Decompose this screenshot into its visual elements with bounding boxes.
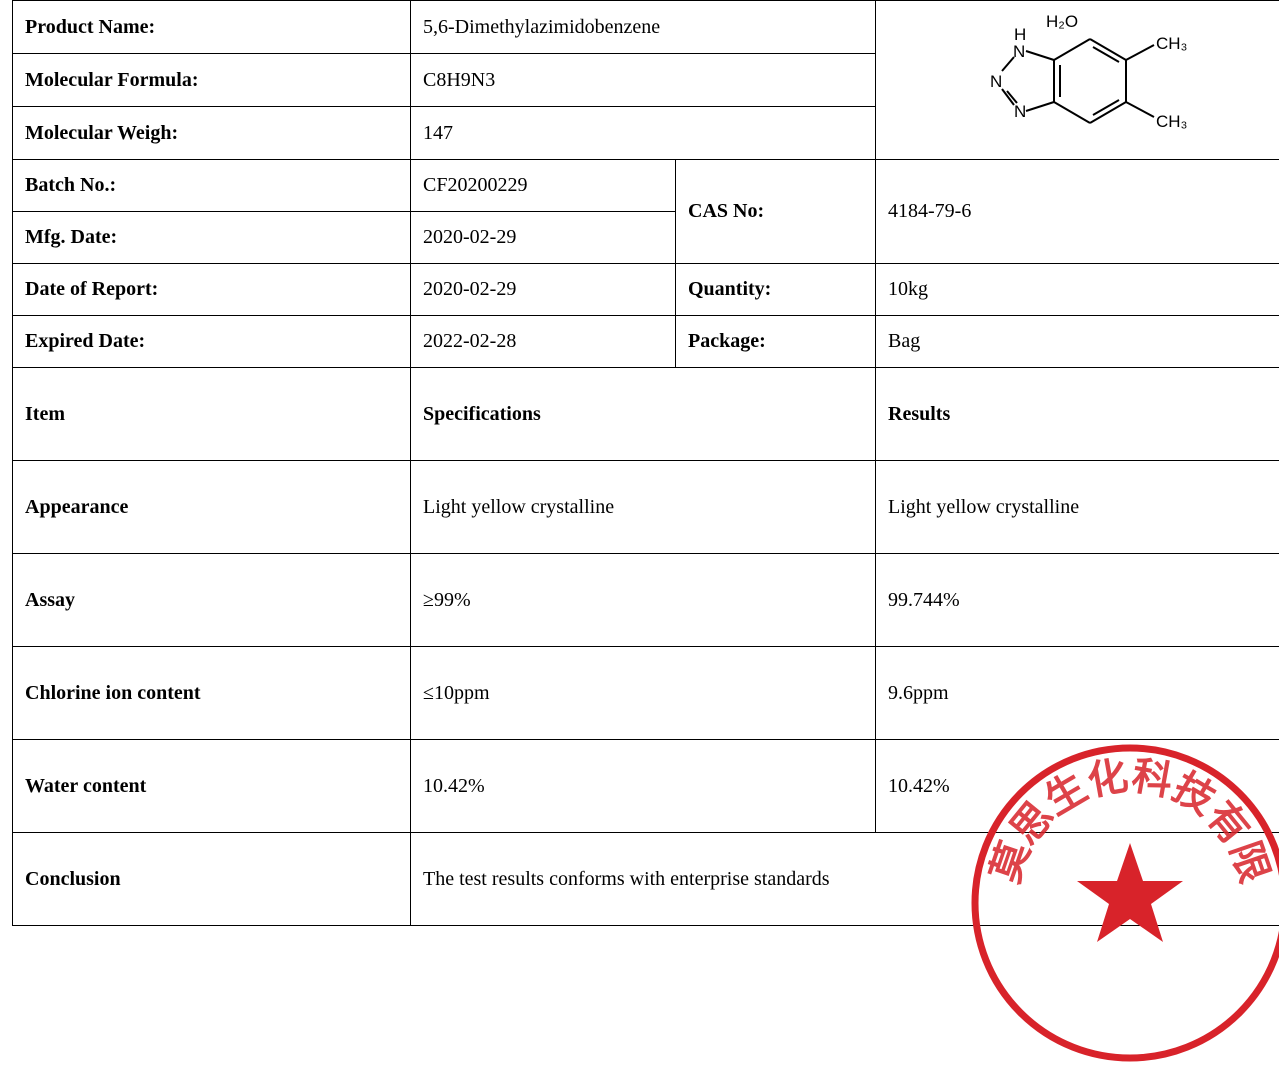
row-product-name: Product Name: 5,6-Dimethylazimidobenzene xyxy=(13,1,1279,54)
package-label: Package: xyxy=(676,316,876,368)
molecular-structure: H₂O H N N N CH₃ CH₃ xyxy=(876,1,1279,160)
structure-diagram: H₂O H N N N CH₃ CH₃ xyxy=(954,5,1214,155)
cas-label: CAS No: xyxy=(676,160,876,264)
table-row: Assay ≥99% 99.744% xyxy=(13,554,1279,647)
row-batch-no: Batch No.: CF20200229 CAS No: 4184-79-6 xyxy=(13,160,1279,212)
methyl-bottom: CH₃ xyxy=(1156,112,1187,131)
expired-label: Expired Date: xyxy=(13,316,411,368)
item-specification: Light yellow crystalline xyxy=(411,461,876,554)
item-result: Light yellow crystalline xyxy=(876,461,1279,554)
quantity-label: Quantity: xyxy=(676,264,876,316)
row-date-of-report: Date of Report: 2020-02-29 Quantity: 10k… xyxy=(13,264,1279,316)
row-expired-date: Expired Date: 2022-02-28 Package: Bag xyxy=(13,316,1279,368)
formula-label: Molecular Formula: xyxy=(13,54,411,107)
star-icon xyxy=(1077,843,1183,942)
table-row: Chlorine ion content ≤10ppm 9.6ppm xyxy=(13,647,1279,740)
methyl-top: CH₃ xyxy=(1156,34,1187,53)
item-name: Assay xyxy=(13,554,411,647)
mfg-value: 2020-02-29 xyxy=(411,212,676,264)
report-value: 2020-02-29 xyxy=(411,264,676,316)
report-label: Date of Report: xyxy=(13,264,411,316)
item-name: Appearance xyxy=(13,461,411,554)
item-name: Water content xyxy=(13,740,411,833)
formula-value: C8H9N3 xyxy=(411,54,876,107)
nitrogen-3: N xyxy=(1014,102,1026,121)
weight-label: Molecular Weigh: xyxy=(13,107,411,160)
water-label: H₂O xyxy=(1046,12,1078,31)
header-item: Item xyxy=(13,368,411,461)
item-specification: 10.42% xyxy=(411,740,876,833)
nitrogen-1: N xyxy=(1013,42,1025,61)
header-specifications: Specifications xyxy=(411,368,876,461)
item-specification: ≥99% xyxy=(411,554,876,647)
company-seal: 州凯莫思生化科技有限公司 xyxy=(965,738,1279,1068)
product-name-label: Product Name: xyxy=(13,1,411,54)
package-value: Bag xyxy=(876,316,1279,368)
weight-value: 147 xyxy=(411,107,876,160)
conclusion-label: Conclusion xyxy=(13,833,411,926)
cas-value: 4184-79-6 xyxy=(876,160,1279,264)
quantity-value: 10kg xyxy=(876,264,1279,316)
seal-arc-text: 州凯莫思生化科技有限公司 xyxy=(965,738,1277,889)
item-result: 99.744% xyxy=(876,554,1279,647)
batch-value: CF20200229 xyxy=(411,160,676,212)
batch-label: Batch No.: xyxy=(13,160,411,212)
product-name-value: 5,6-Dimethylazimidobenzene xyxy=(411,1,876,54)
item-specification: ≤10ppm xyxy=(411,647,876,740)
item-name: Chlorine ion content xyxy=(13,647,411,740)
header-results: Results xyxy=(876,368,1279,461)
expired-value: 2022-02-28 xyxy=(411,316,676,368)
mfg-label: Mfg. Date: xyxy=(13,212,411,264)
row-results-header: Item Specifications Results xyxy=(13,368,1279,461)
item-result: 9.6ppm xyxy=(876,647,1279,740)
table-row: Appearance Light yellow crystalline Ligh… xyxy=(13,461,1279,554)
nitrogen-2: N xyxy=(990,72,1002,91)
